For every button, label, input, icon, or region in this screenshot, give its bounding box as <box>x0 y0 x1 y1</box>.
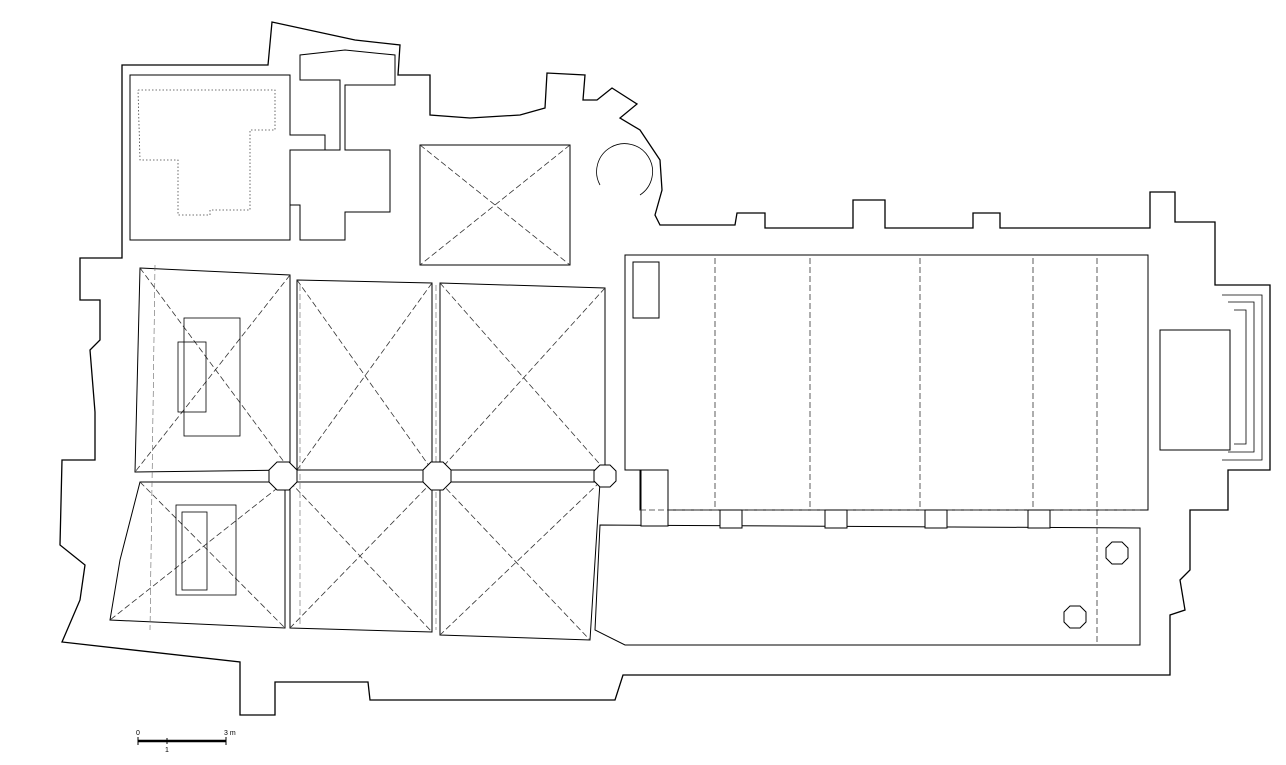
nave-piers <box>640 258 1140 645</box>
octagonal-column <box>593 464 617 488</box>
room-central-bay-4 <box>439 481 601 641</box>
room-west-bay-upper <box>134 267 291 473</box>
side-altar <box>640 469 669 527</box>
room-north-corridor <box>289 49 396 241</box>
vault-ribs <box>109 144 606 641</box>
octagonal-column <box>1063 605 1087 629</box>
spiral-stair <box>596 143 653 196</box>
side-altar <box>632 261 660 319</box>
scale-bar: 0 1 3 m <box>136 730 236 754</box>
octagonal-column <box>1105 541 1129 565</box>
rooms <box>109 49 1263 646</box>
columns <box>268 461 1129 629</box>
fittings <box>137 89 276 596</box>
octagonal-column <box>268 461 298 491</box>
nave <box>624 254 1149 511</box>
scale-label-start: 0 <box>136 730 140 737</box>
scale-label-end: 3 m <box>224 730 236 737</box>
porch-steps <box>1222 294 1263 461</box>
room-west-bay-lower <box>109 481 286 629</box>
scale-label-mid: 1 <box>165 747 169 754</box>
south-aisle <box>594 524 1141 646</box>
octagonal-column <box>422 461 452 491</box>
porch <box>1159 329 1231 451</box>
